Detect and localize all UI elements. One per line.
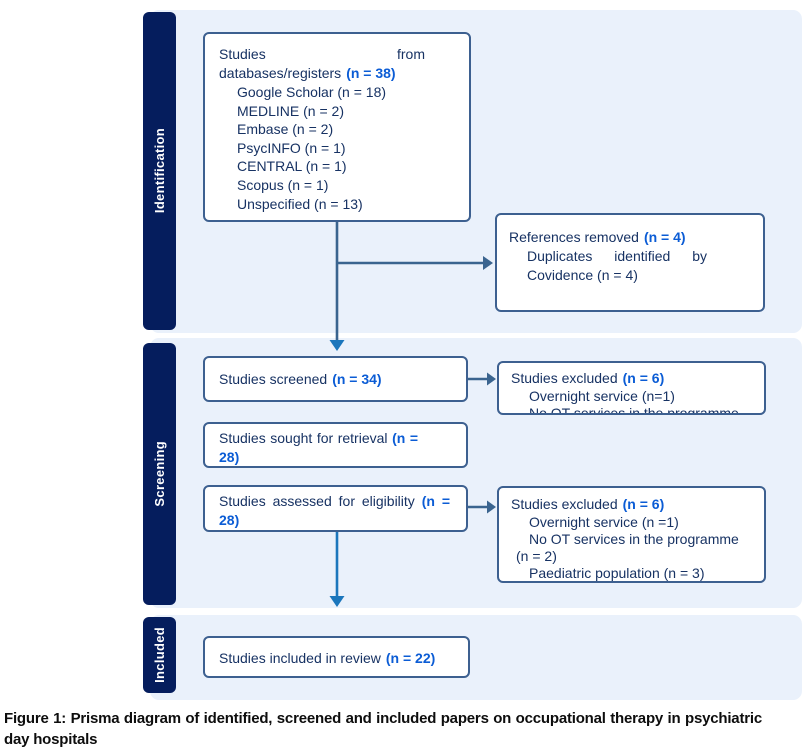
assessed-n-value-part2: 28) [219, 512, 240, 528]
assessed-title-text: Studies assessed for eligibility [219, 493, 415, 509]
sought-title-text: Studies sought for retrieval [219, 430, 388, 446]
arrowhead-db-to-screened [329, 340, 345, 351]
screened-title-text: Studies screened [219, 371, 328, 387]
references-removed-box: References removed(n = 4) Duplicates ide… [495, 213, 765, 312]
assessed-n-value-part1: (n = [421, 493, 450, 509]
studies-included-box: Studies included in review(n = 22) [203, 636, 470, 678]
studies-excluded-eligibility-box: Studies excluded(n = 6) Overnight servic… [497, 486, 766, 583]
db-source-item: CENTRAL (n = 1) [237, 158, 347, 175]
studies-excluded-screening-box: Studies excluded(n = 6) Overnight servic… [497, 361, 766, 415]
db-box-title-line1: Studies from [219, 45, 455, 64]
arrowhead-to-references [483, 256, 493, 270]
excluded1-reason: Overnight service (n=1) [529, 388, 675, 404]
sidebar-identification-label: Identification [143, 12, 176, 330]
sought-title-line: Studies sought for retrieval (n = [219, 429, 452, 448]
db-source-item: Scopus (n = 1) [237, 176, 329, 193]
db-source-item: MEDLINE (n = 2) [237, 102, 344, 119]
refs-reason-line1: Duplicates identified by [509, 247, 707, 266]
sidebar-included-label: Included [143, 617, 176, 693]
excluded2-reason: Paediatric population (n = 3) [529, 565, 705, 581]
screened-title-line: Studies screened(n = 34) [219, 370, 452, 389]
refs-reason-line2: Covidence (n = 4) [527, 266, 638, 283]
studies-assessed-box: Studies assessed for eligibility (n = 28… [203, 485, 468, 532]
db-title-text: databases/registers [219, 65, 342, 81]
studies-screened-box: Studies screened(n = 34) [203, 356, 468, 402]
excluded2-title-text: Studies excluded [511, 496, 618, 512]
db-n-value: (n = 38) [346, 65, 396, 81]
excluded1-title-text: Studies excluded [511, 370, 618, 386]
sidebar-screening-label: Screening [143, 343, 176, 605]
excluded2-reason: Overnight service (n =1) [529, 514, 679, 530]
db-source-item: PsycINFO (n = 1) [237, 139, 346, 156]
sought-n-value-part2: 28) [219, 449, 240, 465]
excluded1-reason: No OT services in the programme [529, 405, 739, 415]
refs-n-value: (n = 4) [643, 229, 686, 245]
refs-word: Duplicates [527, 248, 593, 264]
included-n-value: (n = 22) [385, 650, 436, 666]
excluded2-reason: No OT services in the programme [529, 531, 739, 547]
excluded1-n-value: (n = 6) [622, 370, 665, 386]
excluded2-title-line: Studies excluded(n = 6) [511, 495, 752, 514]
db-source-item: Embase (n = 2) [237, 121, 334, 138]
excluded2-n-value: (n = 6) [622, 496, 665, 512]
included-title-line: Studies included in review(n = 22) [219, 649, 454, 668]
assessed-title-line: Studies assessed for eligibility (n = [219, 492, 452, 511]
included-title-text: Studies included in review [219, 650, 381, 666]
refs-word: by [692, 248, 707, 264]
db-box-title-line2: databases/registers(n = 38) [219, 64, 455, 83]
excluded1-title-line: Studies excluded(n = 6) [511, 369, 752, 388]
arrowhead-screened-to-excluded [487, 372, 496, 386]
arrowhead-assessed-to-excluded [487, 500, 496, 514]
refs-title-line: References removed(n = 4) [509, 228, 751, 247]
db-source-item: Unspecified (n = 13) [237, 195, 363, 212]
studies-from-databases-box: Studies from databases/registers(n = 38)… [203, 32, 471, 222]
db-title-word1: Studies [219, 46, 266, 62]
studies-sought-box: Studies sought for retrieval (n = 28) [203, 422, 468, 468]
sought-n-value-part1: (n = [392, 430, 419, 446]
refs-word: identified [614, 248, 671, 264]
figure-caption: Figure 1: Prisma diagram of identified, … [4, 710, 762, 748]
screened-n-value: (n = 34) [332, 371, 382, 387]
refs-title-text: References removed [509, 229, 639, 245]
db-source-item: Google Scholar (n = 18) [237, 84, 387, 100]
arrowhead-assessed-to-included [329, 596, 345, 607]
db-title-word2: from [397, 46, 425, 62]
excluded2-reason-wrap: (n = 2) [516, 548, 557, 564]
